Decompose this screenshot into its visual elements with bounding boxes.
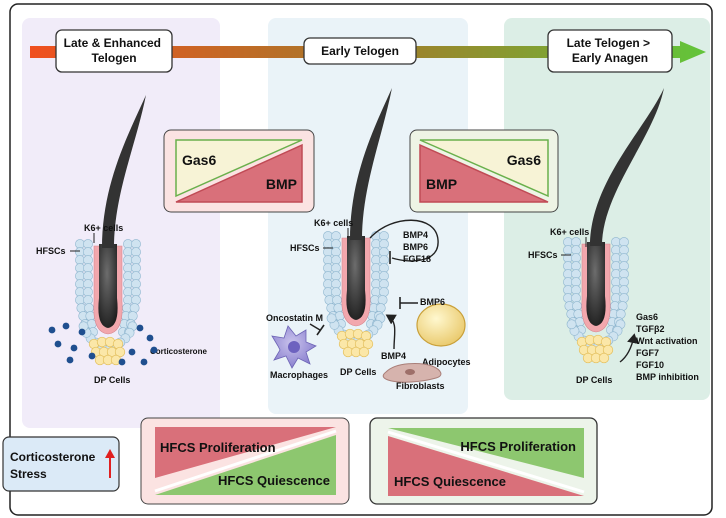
hair-follicle-left [75, 95, 146, 366]
panel-early-telogen [268, 18, 468, 414]
stage-label-middle: Early Telogen [321, 44, 399, 58]
outcome-right-proliferation: HFCS Proliferation [460, 439, 576, 454]
middle-dp-label: DP Cells [340, 367, 376, 377]
hair-follicle-right [563, 88, 664, 364]
outcome-right: HFCS Proliferation HFCS Quiescence [369, 417, 598, 505]
right-hfsc-label: HFSCs [528, 250, 558, 260]
right-dp-label: DP Cells [576, 375, 612, 385]
left-k6-label: K6+ cells [84, 223, 123, 233]
left-dp-label: DP Cells [94, 375, 130, 385]
fibroblasts-label: Fibroblasts [396, 381, 445, 391]
stage-label-right: Late Telogen > Early Anagen [567, 36, 654, 65]
balance-left-bmp: BMP [266, 176, 297, 192]
gas6-bmp-balance-left: Gas6 BMP [163, 129, 315, 213]
bmp4-arrow [385, 314, 397, 350]
corticosterone-stress-legend: Corticosterone Stress [2, 436, 120, 492]
left-hfsc-label: HFSCs [36, 246, 66, 256]
right-factors-arrow [619, 333, 639, 363]
middle-hfsc-label: HFSCs [290, 243, 320, 253]
outcome-left: HFCS Proliferation HFCS Quiescence [140, 417, 350, 505]
outcome-left-proliferation: HFCS Proliferation [160, 440, 276, 455]
outcome-right-quiescence: HFCS Quiescence [394, 474, 506, 489]
self-inhibition-arc [369, 219, 439, 262]
oncostatin-label: Oncostatin M [266, 313, 323, 323]
adipocyte-cell [416, 303, 466, 347]
bmp6-label: BMP6 [420, 297, 445, 307]
middle-k6-label: K6+ cells [314, 218, 353, 228]
legend-line1: Corticosterone [10, 450, 96, 464]
legend-line2: Stress [10, 467, 47, 481]
macrophages-label: Macrophages [270, 370, 328, 380]
gas6-bmp-balance-right: Gas6 BMP [409, 129, 559, 213]
balance-left-gas6: Gas6 [182, 152, 216, 168]
stage-box-middle [303, 37, 417, 65]
stage-box-right [547, 29, 673, 73]
left-corticosterone-label: Corticosterone [150, 347, 207, 356]
balance-right-bmp: BMP [426, 176, 457, 192]
corticosterone-molecules [48, 322, 158, 366]
bmp4-label: BMP4 [381, 351, 406, 361]
balance-right-gas6: Gas6 [507, 152, 541, 168]
stage-label-left: Late & Enhanced Telogen [64, 36, 165, 65]
oncostatin-inhibition-line [309, 323, 321, 331]
outcome-left-quiescence: HFCS Quiescence [218, 473, 330, 488]
right-k6-label: K6+ cells [550, 227, 589, 237]
panel-late-enhanced-telogen [22, 18, 220, 428]
stage-box-left [55, 29, 173, 73]
adipocytes-label: Adipocytes [422, 357, 471, 367]
hair-follicle-middle [323, 88, 392, 358]
macrophage-cell [271, 325, 317, 369]
